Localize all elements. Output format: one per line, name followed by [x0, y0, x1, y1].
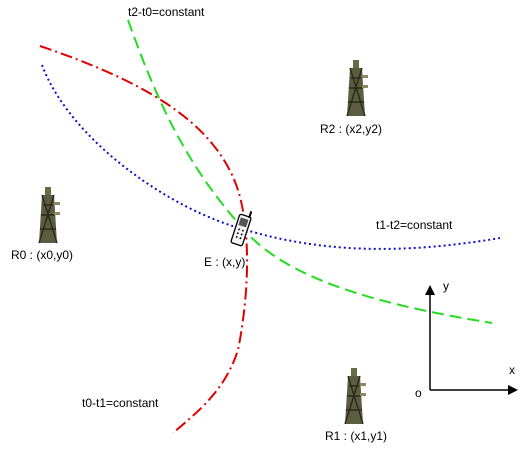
curve-t0-t1 [39, 45, 249, 434]
receiver-r1-tower [344, 367, 367, 425]
label-r1: R1 : (x1,y1) [325, 429, 387, 443]
mobile-phone-icon [230, 210, 253, 247]
label-t0-t1: t0-t1=constant [82, 396, 159, 410]
label-r2: R2 : (x2,y2) [320, 122, 382, 136]
axis-origin-label: o [415, 386, 422, 400]
label-emitter: E : (x,y) [204, 255, 245, 269]
receiver-r2-tower [346, 59, 369, 117]
axis-x-label: x [509, 363, 515, 377]
antenna-tower-icon [346, 59, 369, 117]
label-t1-t2: t1-t2=constant [376, 218, 453, 232]
antenna-tower-icon [344, 367, 367, 425]
label-t2-t0: t2-t0=constant [128, 5, 205, 19]
curve-t2-t0 [127, 19, 493, 324]
axis-y-label: y [443, 279, 449, 293]
antenna-tower-icon [38, 186, 61, 244]
receiver-r0-tower [38, 186, 61, 244]
label-r0: R0 : (x0,y0) [11, 248, 73, 262]
